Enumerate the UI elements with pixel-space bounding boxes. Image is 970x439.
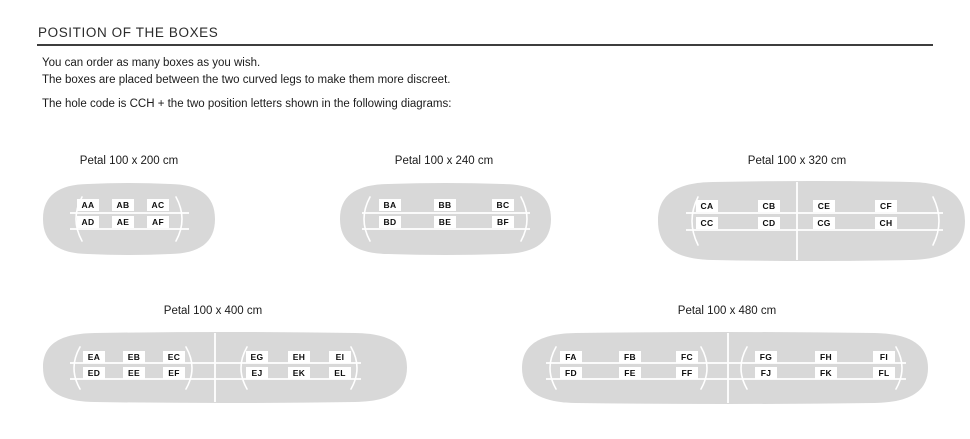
position-label-ff: FF xyxy=(676,367,698,379)
diagram-title-200: Petal 100 x 200 cm xyxy=(79,155,179,167)
position-label-fc: FC xyxy=(676,351,698,363)
intro-paragraph-1: You can order as many boxes as you wish.… xyxy=(42,55,450,89)
title-underline xyxy=(37,44,933,46)
intro-line-1: You can order as many boxes as you wish. xyxy=(42,57,261,69)
table-top-shape xyxy=(43,332,407,403)
position-label-ab: AB xyxy=(112,199,134,211)
position-label-ce: CE xyxy=(813,200,835,212)
position-label-cc: CC xyxy=(696,217,718,229)
position-label-eb: EB xyxy=(123,351,145,363)
page-title: POSITION OF THE BOXES xyxy=(38,25,219,40)
intro-line-3: The hole code is CCH + the two position … xyxy=(42,98,452,110)
position-label-cb: CB xyxy=(758,200,780,212)
diagram-title-480: Petal 100 x 480 cm xyxy=(677,305,777,317)
position-label-bc: BC xyxy=(492,199,514,211)
curved-leg-left xyxy=(363,196,371,242)
diagram-title-400: Petal 100 x 400 cm xyxy=(163,305,263,317)
position-label-ea: EA xyxy=(83,351,105,363)
position-label-ef: EF xyxy=(163,367,185,379)
curved-leg-left-1 xyxy=(549,346,557,390)
position-label-aa: AA xyxy=(77,199,99,211)
petal-table-320-diagram: CA CB CE CF CC CD CG CH xyxy=(658,180,965,262)
curved-leg-right-2 xyxy=(350,346,358,390)
position-label-fh: FH xyxy=(815,351,837,363)
position-label-ei: EI xyxy=(329,351,351,363)
position-label-ej: EJ xyxy=(246,367,268,379)
position-label-el: EL xyxy=(329,367,351,379)
curved-leg-right-1 xyxy=(700,346,708,390)
position-label-fk: FK xyxy=(815,367,837,379)
position-label-fb: FB xyxy=(619,351,641,363)
curved-leg-right-1 xyxy=(185,346,193,390)
position-label-be: BE xyxy=(434,216,456,228)
petal-table-400-drawing xyxy=(43,332,407,403)
position-label-fd: FD xyxy=(560,367,582,379)
curved-leg-left-2 xyxy=(240,346,248,390)
position-label-eh: EH xyxy=(288,351,310,363)
position-label-bd: BD xyxy=(379,216,401,228)
petal-table-240-diagram: BA BB BC BD BE BF xyxy=(340,182,551,256)
curved-leg-right-2 xyxy=(895,346,903,390)
position-label-ee: EE xyxy=(123,367,145,379)
position-label-fg: FG xyxy=(755,351,777,363)
position-label-ca: CA xyxy=(696,200,718,212)
curved-leg-right xyxy=(932,196,940,246)
intro-line-2: The boxes are placed between the two cur… xyxy=(42,74,451,86)
position-label-ac: AC xyxy=(147,199,169,211)
position-label-ed: ED xyxy=(83,367,105,379)
position-label-ad: AD xyxy=(77,216,99,228)
curved-leg-right xyxy=(520,196,528,242)
petal-table-480-drawing xyxy=(522,332,928,404)
position-label-af: AF xyxy=(147,216,169,228)
position-label-bf: BF xyxy=(492,216,514,228)
intro-paragraph-2: The hole code is CCH + the two position … xyxy=(42,96,451,113)
petal-table-400-diagram: EA EB EC EG EH EI ED EE EF EJ EK EL xyxy=(43,331,407,404)
position-label-ek: EK xyxy=(288,367,310,379)
curved-leg-right xyxy=(175,196,183,242)
position-label-ba: BA xyxy=(379,199,401,211)
position-label-fi: FI xyxy=(873,351,895,363)
curved-leg-left-1 xyxy=(73,346,81,390)
position-label-fl: FL xyxy=(873,367,895,379)
position-label-bb: BB xyxy=(434,199,456,211)
position-label-fe: FE xyxy=(619,367,641,379)
position-label-ec: EC xyxy=(163,351,185,363)
petal-table-480-diagram: FA FB FC FG FH FI FD FE FF FJ FK FL xyxy=(522,331,928,405)
position-label-ae: AE xyxy=(112,216,134,228)
position-label-fa: FA xyxy=(560,351,582,363)
position-label-cf: CF xyxy=(875,200,897,212)
position-label-cg: CG xyxy=(813,217,835,229)
position-label-cd: CD xyxy=(758,217,780,229)
diagram-title-320: Petal 100 x 320 cm xyxy=(747,155,847,167)
position-label-fj: FJ xyxy=(755,367,777,379)
position-label-ch: CH xyxy=(875,217,897,229)
diagram-title-240: Petal 100 x 240 cm xyxy=(394,155,494,167)
table-top-shape xyxy=(522,332,928,404)
petal-table-200-diagram: AA AB AC AD AE AF xyxy=(43,182,215,256)
position-label-eg: EG xyxy=(246,351,268,363)
curved-leg-left-2 xyxy=(740,346,748,390)
